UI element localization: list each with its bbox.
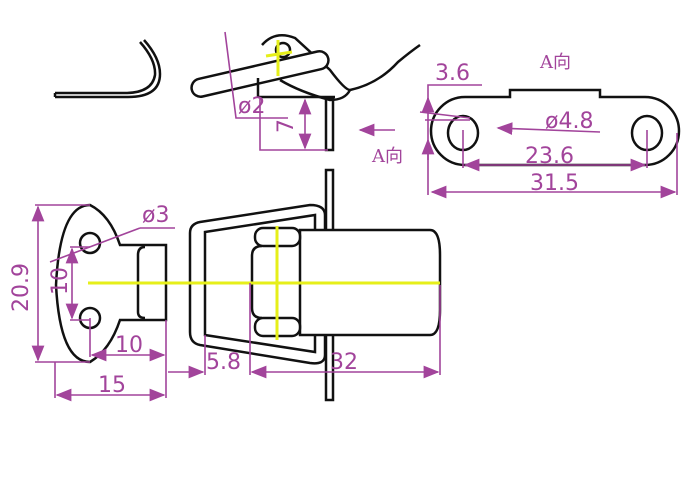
overall-length-label: 31.5 xyxy=(530,171,579,196)
side-view-dimensions xyxy=(224,31,395,151)
gap-label: 5.8 xyxy=(206,350,241,375)
offset-label: 3.6 xyxy=(435,61,470,86)
hole-diameter-label: ø4.8 xyxy=(545,109,593,134)
top-view-dimensions xyxy=(31,204,441,402)
base-length-label: 15 xyxy=(98,373,126,398)
bent-strip-profile xyxy=(53,39,162,99)
body-length-label: 32 xyxy=(330,350,358,375)
neck-length-label: 10 xyxy=(115,333,143,358)
hole-spacing-label: 23.6 xyxy=(525,144,574,169)
pin-diameter-label: ø2 xyxy=(238,94,265,119)
overall-height-label: 20.9 xyxy=(9,263,34,312)
view-arrow-label: A向 xyxy=(371,146,403,167)
view-a-title: A向 xyxy=(539,52,571,73)
latch-top-view xyxy=(54,203,442,365)
plate-height-label: 7 xyxy=(274,119,299,133)
view-a-dimensions xyxy=(419,84,678,199)
base-hole-diameter-label: ø3 xyxy=(142,203,169,228)
hole-spacing-vertical-label: 10 xyxy=(48,267,73,295)
